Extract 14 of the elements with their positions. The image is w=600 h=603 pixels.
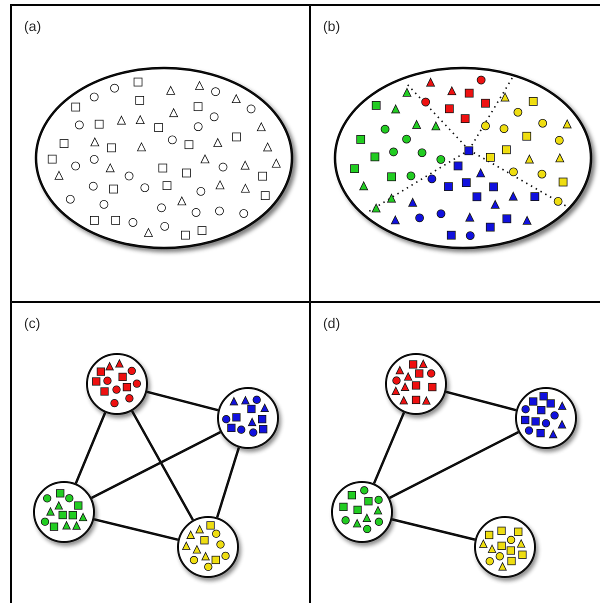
connector-line [372, 412, 406, 484]
connector-line [146, 390, 218, 412]
connector-line [131, 410, 194, 521]
panel-label: (b) [323, 18, 340, 34]
panel-label: (a) [24, 18, 42, 34]
connector-line [91, 431, 221, 499]
connector-line [216, 447, 240, 518]
panel-label: (d) [323, 315, 340, 331]
panel-label: (c) [24, 315, 40, 331]
connector-line [446, 390, 516, 412]
connector-line [94, 518, 178, 541]
connector-line [392, 518, 476, 541]
connector-line [74, 412, 106, 484]
connector-line [389, 431, 519, 499]
